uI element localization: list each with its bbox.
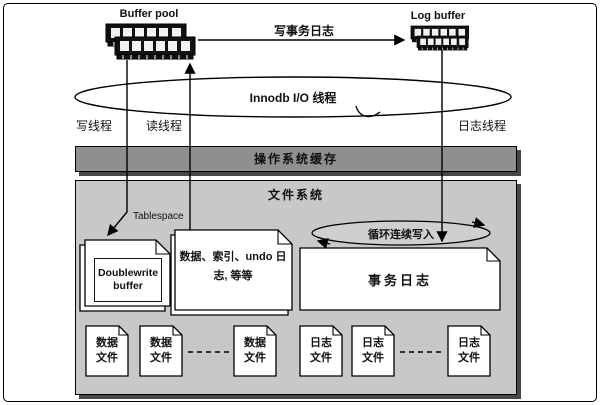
log-thread-label: 日志线程	[457, 119, 506, 133]
write-txn-log-label: 写事务日志	[273, 24, 334, 38]
data-file-label-2: 数据文件	[150, 337, 172, 365]
log-file-page-3	[447, 325, 491, 377]
buffer-pool-ram-icon	[105, 23, 196, 60]
data-index-label: 数据、索引、undo 日志, 等等	[179, 251, 287, 282]
curl-mark	[355, 105, 381, 118]
txn-log-page	[299, 247, 501, 311]
data-file-page-3	[233, 325, 277, 377]
log-file-page-2	[351, 325, 395, 377]
data-file-label-1: 数据文件	[96, 337, 118, 365]
data-file-label-3: 数据文件	[244, 337, 266, 365]
os-cache-bar: 操作系统缓存	[75, 146, 517, 172]
io-threads-ellipse	[74, 76, 512, 118]
diagram-frame	[3, 3, 597, 402]
txn-log-label: 事务日志	[367, 273, 432, 288]
write-thread-label: 写线程	[75, 119, 112, 133]
doublewrite-label: Doublewrite buffer	[94, 258, 162, 302]
doublewrite-page	[79, 239, 171, 312]
io-threads-label: Innodb I/O 线程	[249, 91, 337, 105]
log-buffer-label: Log buffer	[410, 10, 466, 22]
log-file-label-1: 日志文件	[310, 337, 332, 365]
log-file-label-3: 日志文件	[458, 337, 480, 365]
os-cache-label: 操作系统缓存	[253, 152, 338, 166]
data-file-page-1	[85, 325, 129, 377]
file-system-label: 文件系统	[267, 188, 324, 202]
log-file-page-1	[299, 325, 343, 377]
buffer-pool-label: Buffer pool	[119, 8, 179, 20]
log-file-label-2: 日志文件	[362, 337, 384, 365]
circular-write-label: 循环连续写入	[368, 229, 434, 241]
data-index-page	[170, 229, 293, 316]
write-thread-arrow	[107, 60, 128, 237]
tablespace-label: Tablespace	[133, 211, 184, 222]
data-file-page-2	[139, 325, 183, 377]
log-buffer-ram-icon	[410, 25, 469, 51]
read-thread-label: 读线程	[145, 119, 182, 133]
